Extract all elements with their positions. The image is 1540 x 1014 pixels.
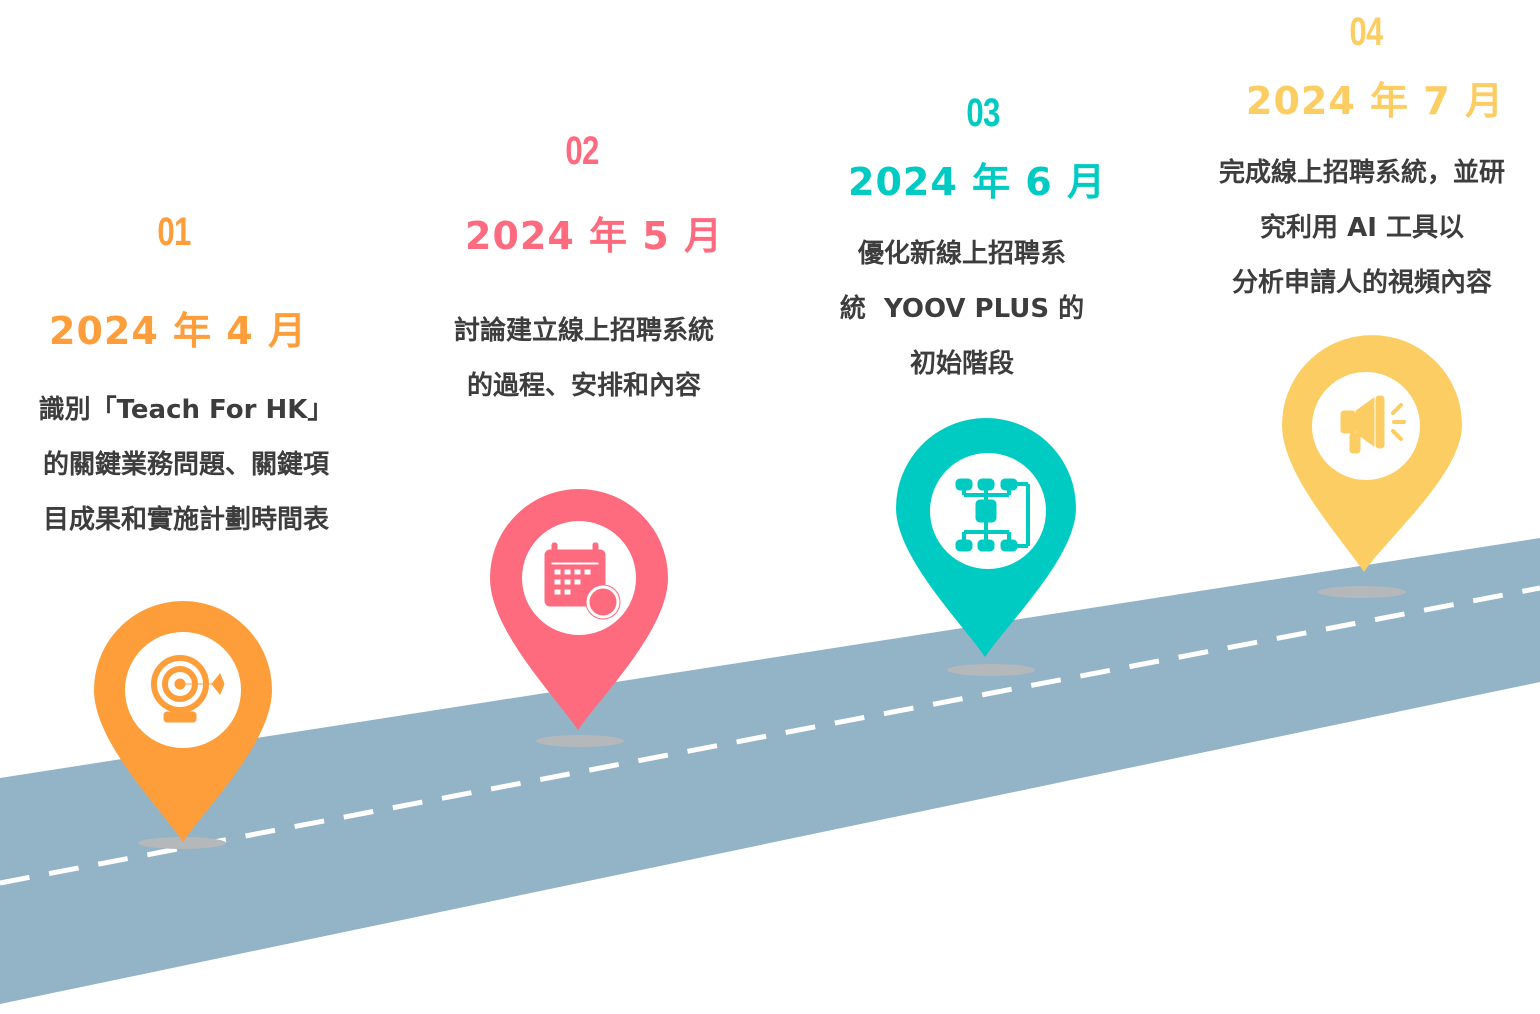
step-date: 2024 年 6 月 (848, 160, 1106, 204)
description-line: 究利用 AI 工具以 (1260, 213, 1464, 243)
step-description: 討論建立線上招聘系統 的過程、安排和內容 (454, 304, 714, 414)
step-number: 04 (1349, 10, 1383, 54)
description-line: 統 YOOV PLUS 的 (839, 294, 1085, 324)
pin-shadow (1318, 586, 1406, 598)
pin-shadow (138, 837, 226, 849)
description-line: 優化新線上招聘系 (857, 239, 1066, 269)
pin-shadow (947, 664, 1035, 676)
megaphone-icon (1340, 395, 1406, 454)
description-line: 討論建立線上招聘系統 (453, 316, 715, 346)
step-number: 02 (565, 129, 599, 173)
pin-shadow (536, 735, 624, 747)
step-date: 2024 年 5 月 (465, 214, 723, 258)
pin-inner-circle (125, 632, 241, 748)
hierarchy-icon (955, 478, 1030, 552)
description-line: 目成果和實施計劃時間表 (42, 505, 330, 535)
description-line: 識別「Teach For HK」 (38, 395, 334, 425)
calendar-clock-icon (544, 542, 621, 620)
step-date: 2024 年 4 月 (49, 309, 307, 353)
step-description: 識別「Teach For HK」 的關鍵業務問題、關鍵項 目成果和實施計劃時間表 (39, 383, 334, 548)
road-center-line (0, 585, 1540, 886)
description-line: 分析申請人的視頻內容 (1231, 268, 1493, 298)
description-line: 完成線上招聘系統，並研 (1218, 158, 1506, 188)
step-number: 03 (966, 91, 1000, 135)
step-number: 01 (157, 210, 191, 254)
road-surface (0, 538, 1540, 1004)
target-icon (151, 655, 225, 723)
description-line: 初始階段 (909, 349, 1014, 379)
step-description: 優化新線上招聘系 統 YOOV PLUS 的 初始階段 (840, 227, 1084, 392)
step-date: 2024 年 7 月 (1246, 79, 1504, 123)
step-description: 完成線上招聘系統，並研 究利用 AI 工具以 分析申請人的視頻內容 (1219, 146, 1505, 311)
description-line: 的過程、安排和內容 (466, 371, 702, 401)
description-line: 的關鍵業務問題、關鍵項 (42, 450, 330, 480)
